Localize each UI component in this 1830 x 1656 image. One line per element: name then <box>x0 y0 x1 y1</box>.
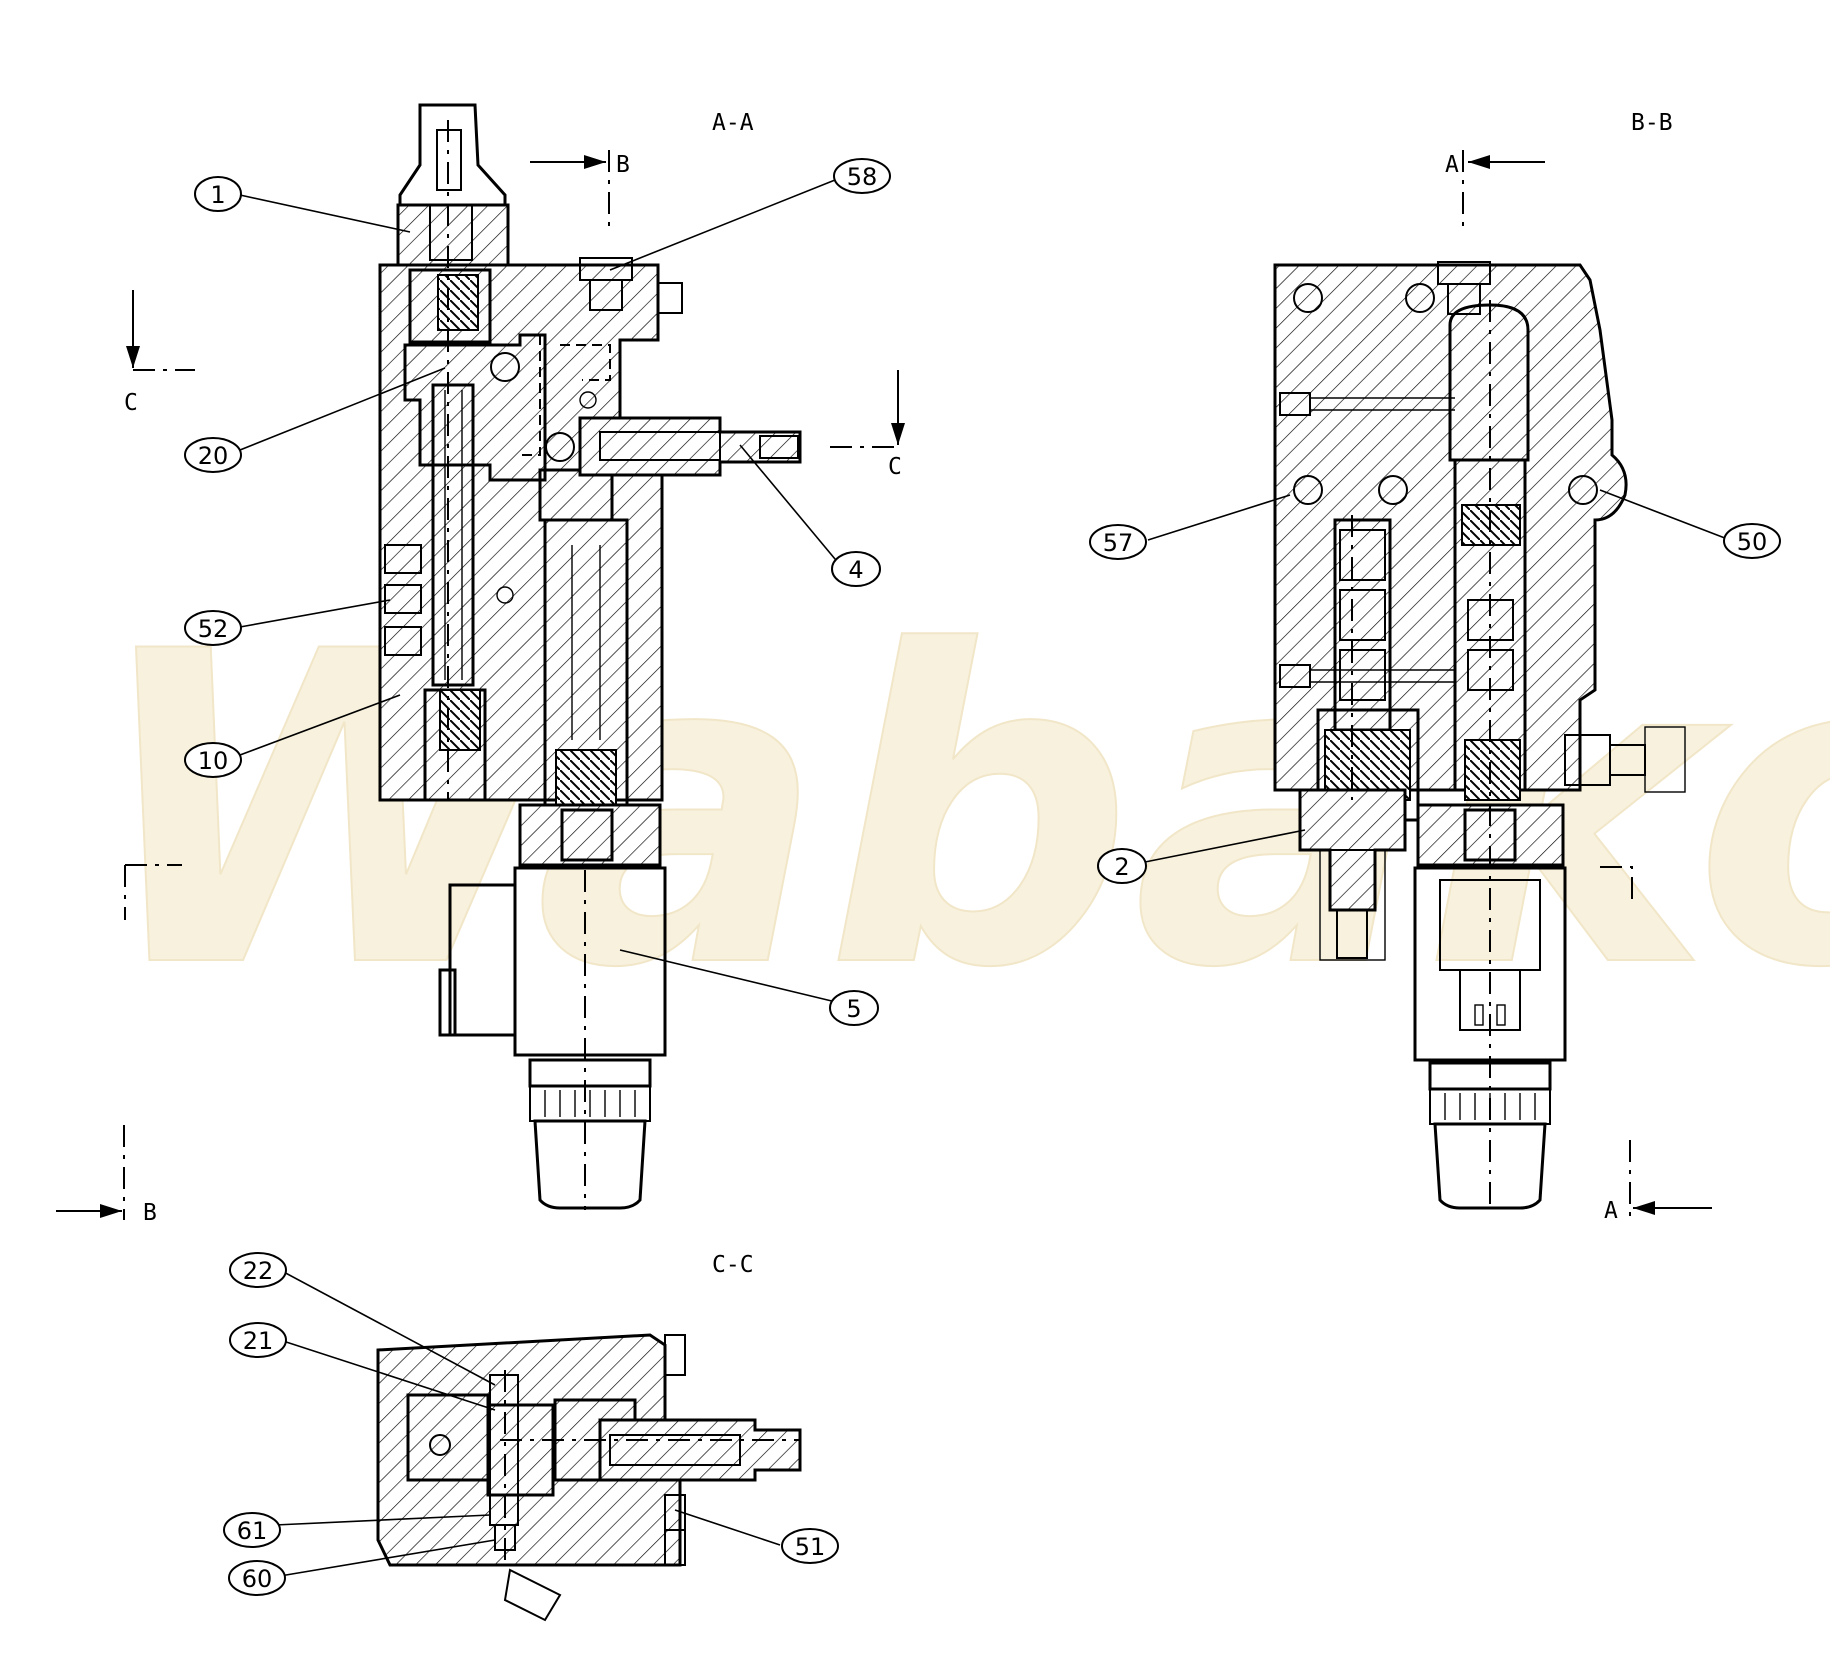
svg-text:1: 1 <box>210 181 225 209</box>
view-aa-title: A-A <box>712 110 754 136</box>
view-bb-title: B-B <box>1631 110 1673 136</box>
svg-text:21: 21 <box>243 1327 274 1355</box>
svg-text:52: 52 <box>198 615 229 643</box>
callout-21: 21 <box>229 1322 287 1358</box>
svg-text:4: 4 <box>848 556 863 584</box>
leader-lines <box>239 177 1731 1577</box>
callout-52: 52 <box>184 610 242 646</box>
callout-5: 5 <box>829 990 879 1026</box>
callout-57: 57 <box>1089 524 1147 560</box>
callout-4: 4 <box>831 551 881 587</box>
svg-text:20: 20 <box>198 442 229 470</box>
callout-10: 10 <box>184 742 242 778</box>
callout-51: 51 <box>781 1528 839 1564</box>
view-cc: C-C <box>376 1252 802 1622</box>
svg-text:5: 5 <box>846 995 861 1023</box>
callout-60: 60 <box>228 1560 286 1596</box>
view-bb: B-B A A <box>1273 110 1712 1224</box>
svg-text:2: 2 <box>1114 853 1129 881</box>
svg-text:57: 57 <box>1103 529 1134 557</box>
svg-text:22: 22 <box>243 1257 274 1285</box>
aa-marker-b-top: B <box>616 152 630 178</box>
view-cc-title: C-C <box>712 1252 754 1278</box>
aa-marker-c-right: C <box>888 454 902 480</box>
bb-marker-a-top: A <box>1445 152 1459 178</box>
callout-1: 1 <box>194 176 242 212</box>
view-aa: A-A B B C C <box>56 103 905 1226</box>
callout-50: 50 <box>1723 523 1781 559</box>
svg-text:58: 58 <box>847 163 878 191</box>
aa-marker-b-bottom: B <box>143 1200 157 1226</box>
svg-text:10: 10 <box>198 747 229 775</box>
svg-text:60: 60 <box>242 1565 273 1593</box>
svg-text:51: 51 <box>795 1533 826 1561</box>
callout-58: 58 <box>833 158 891 194</box>
aa-marker-c-left: C <box>124 390 138 416</box>
callout-2: 2 <box>1097 848 1147 884</box>
callout-20: 20 <box>184 437 242 473</box>
bb-marker-a-bottom: A <box>1604 1198 1618 1224</box>
callout-61: 61 <box>223 1512 281 1548</box>
svg-text:50: 50 <box>1737 528 1768 556</box>
callout-22: 22 <box>229 1252 287 1288</box>
svg-text:61: 61 <box>237 1517 268 1545</box>
